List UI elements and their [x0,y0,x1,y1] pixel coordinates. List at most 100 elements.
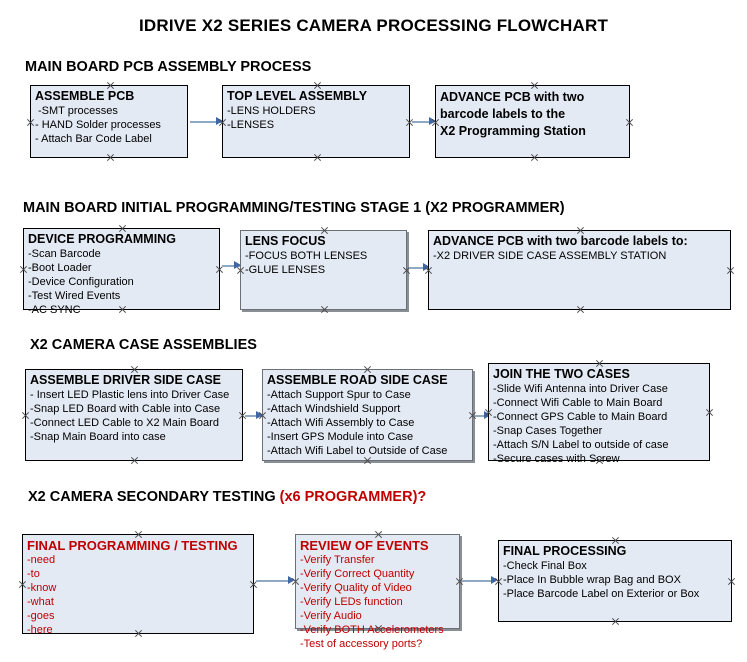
box-line: -to [27,568,40,580]
box-line: -need [27,554,56,566]
box-title: ASSEMBLE PCB [35,89,135,103]
resize-handle-right[interactable] [726,266,735,275]
connector-arrow-icon [216,117,223,125]
resize-handle-bottom[interactable] [130,456,139,465]
box-line: -Secure cases with Screw [493,453,620,465]
section-heading-4-note: (x6 PROGRAMMER)? [279,489,427,505]
resize-handle-bottom[interactable] [530,153,539,162]
box-final-programming-testing[interactable]: FINAL PROGRAMMING / TESTING -need -to -k… [22,534,254,636]
connector-line [475,415,491,417]
resize-handle-left[interactable] [26,118,35,127]
box-line: -X2 DRIVER SIDE CASE ASSEMBLY STATION [433,250,667,262]
box-line: -Snap Cases Together [493,425,603,437]
resize-handle-right[interactable] [705,408,714,417]
box-line: -Attach Wifi Assembly to Case [267,417,415,429]
box-line: X2 Programming Station [440,124,586,138]
resize-handle-right[interactable] [625,118,634,127]
connector-arrow-icon [234,261,241,269]
connector-line [462,580,495,582]
section-heading-3: X2 CAMERA CASE ASSEMBLIES [30,337,257,353]
box-line: ADVANCE PCB with two [440,90,585,104]
box-line: -Place In Bubble wrap Bag and BOX [503,574,681,586]
box-line: -Place Barcode Label on Exterior or Box [503,588,700,600]
resize-handle-bottom[interactable] [106,153,115,162]
box-advance-pcb-driver-side[interactable]: ADVANCE PCB with two barcode labels to: … [428,230,731,310]
box-line-overflow: -Test of accessory ports? [300,638,423,650]
box-title: FINAL PROCESSING [503,544,627,558]
box-join-the-two-cases[interactable]: JOIN THE TWO CASES -Slide Wifi Antenna i… [488,363,710,465]
box-title: ADVANCE PCB with two barcode labels to: [433,234,688,248]
section-heading-4-text: X2 CAMERA SECONDARY TESTING [28,489,280,505]
section-heading-2-text: MAIN BOARD INITIAL PROGRAMMING/TESTING S… [23,200,565,216]
box-line: -GLUE LENSES [245,264,326,276]
connector-line [245,415,262,417]
box-final-processing[interactable]: FINAL PROCESSING -Check Final Box -Place… [498,540,732,622]
box-line: - Insert LED Plastic lens into Driver Ca… [30,389,230,401]
box-line: -Snap Main Board into case [30,431,166,443]
box-line: - HAND Solder processes [35,119,161,131]
box-title: ASSEMBLE DRIVER SIDE CASE [30,373,222,387]
section-heading-1: MAIN BOARD PCB ASSEMBLY PROCESS [25,59,311,75]
box-line: - Attach Bar Code Label [35,133,152,145]
resize-handle-right[interactable] [727,577,736,586]
box-advance-pcb-programming-station[interactable]: ADVANCE PCB with two barcode labels to t… [435,85,630,158]
connector-arrow-icon [288,576,295,584]
box-lens-focus[interactable]: LENS FOCUS -FOCUS BOTH LENSES -GLUE LENS… [240,230,407,310]
box-title: LENS FOCUS [245,234,326,248]
resize-handle-bottom[interactable] [576,305,585,314]
section-heading-1-text: MAIN BOARD PCB ASSEMBLY PROCESS [25,59,312,75]
resize-handle-bottom[interactable] [320,305,329,314]
resize-handle-left[interactable] [19,265,28,274]
box-review-of-events[interactable]: REVIEW OF EVENTS -Verify Transfer -Verif… [295,534,460,650]
box-title: TOP LEVEL ASSEMBLY [227,89,368,103]
box-line: -Attach Wifi Label to Outside of Case [267,445,448,457]
box-line: -AC SYNC [28,304,81,316]
connector-line [222,265,240,267]
box-assemble-road-side-case[interactable]: ASSEMBLE ROAD SIDE CASE -Attach Support … [262,369,473,461]
box-line: -Connect GPS Cable to Main Board [493,411,668,423]
box-line: -Connect Wifi Cable to Main Board [493,397,663,409]
connector-arrow-icon [256,411,263,419]
resize-handle-bottom[interactable] [313,153,322,162]
box-line: -SMT processes [38,105,118,117]
box-line: -Test Wired Events [28,290,121,302]
connector-arrow-icon [491,576,498,584]
box-top-level-assembly[interactable]: TOP LEVEL ASSEMBLY -LENS HOLDERS -LENSES [222,85,410,158]
box-title: DEVICE PROGRAMMING [28,232,176,246]
box-line: -Attach Support Spur to Case [267,389,411,401]
box-line: -Check Final Box [503,560,587,572]
section-heading-2: MAIN BOARD INITIAL PROGRAMMING/TESTING S… [23,200,565,216]
connector-line [190,121,225,123]
box-line: barcode labels to the [440,107,566,121]
section-heading-3-text: X2 CAMERA CASE ASSEMBLIES [30,337,257,353]
box-line: -here [27,624,53,636]
box-line: -what [27,596,54,608]
resize-handle-bottom[interactable] [611,617,620,626]
resize-handle-left[interactable] [18,580,27,589]
section-heading-4: X2 CAMERA SECONDARY TESTING (x6 PROGRAMM… [28,489,426,505]
box-assemble-pcb[interactable]: ASSEMBLE PCB -SMT processes - HAND Solde… [30,85,188,158]
box-line: -Slide Wifi Antenna into Driver Case [493,383,668,395]
box-line: -Verify LEDs function [300,596,403,608]
box-line: -Verify Transfer [300,554,375,566]
box-line: -goes [27,610,55,622]
connector-line [409,267,429,269]
box-device-programming[interactable]: DEVICE PROGRAMMING -Scan Barcode -Boot L… [23,228,220,316]
box-line: -LENSES [227,119,275,131]
resize-handle-left[interactable] [21,411,30,420]
box-line: -FOCUS BOTH LENSES [245,250,368,262]
box-line: -Device Configuration [28,276,134,288]
box-line: -Verify Correct Quantity [300,568,415,580]
box-line: -Connect LED Cable to X2 Main Board [30,417,219,429]
box-title: FINAL PROGRAMMING / TESTING [27,538,238,553]
box-title: JOIN THE TWO CASES [493,367,630,381]
connector-line [256,580,292,582]
connector-arrow-icon [423,263,430,271]
box-line: -Insert GPS Module into Case [267,431,414,443]
box-line: -Attach Windshield Support [267,403,401,415]
connector-arrow-icon [429,117,436,125]
box-line: -Verify BOTH Accelerometers [300,624,444,636]
box-line: -LENS HOLDERS [227,105,316,117]
box-assemble-driver-side-case[interactable]: ASSEMBLE DRIVER SIDE CASE - Insert LED P… [25,369,243,461]
